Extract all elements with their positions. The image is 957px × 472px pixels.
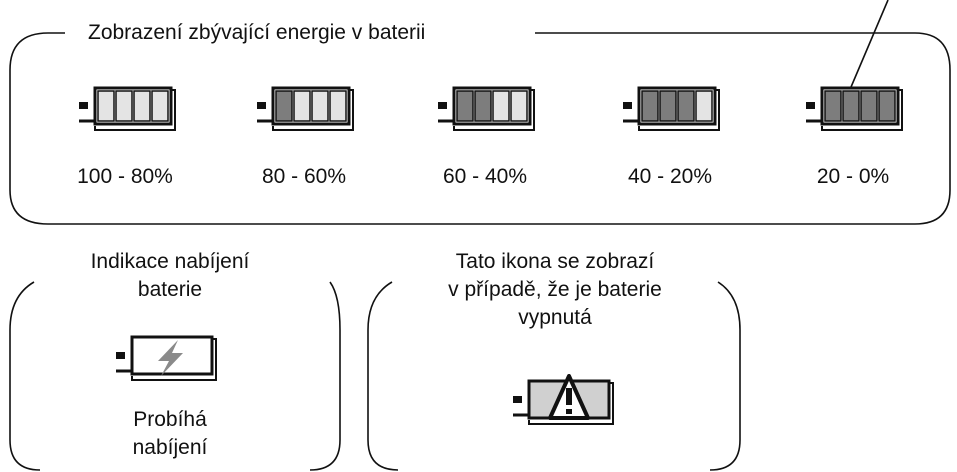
- battery-segment: [641, 90, 659, 122]
- battery-segment: [860, 90, 878, 122]
- charging-panel-title-line1: Indikace nabíjení: [90, 250, 250, 273]
- battery-segment: [115, 90, 133, 122]
- off-panel-frame: [367, 281, 741, 471]
- battery-segment: [492, 90, 510, 122]
- battery-segment: [151, 90, 169, 122]
- battery-segment: [878, 90, 896, 122]
- level-label-40: 40 - 20%: [627, 165, 713, 188]
- battery-level-icon-60: [438, 86, 535, 131]
- battery-level-icon-40: [623, 86, 720, 131]
- off-panel-text-line2: v případě, že je baterie: [448, 278, 662, 301]
- battery-segment: [677, 90, 695, 122]
- charging-status-line1: Probíhá: [133, 408, 207, 431]
- battery-segment: [293, 90, 311, 122]
- battery-segment: [659, 90, 677, 122]
- charging-status-line2: nabíjení: [132, 436, 208, 459]
- battery-off-icon: [513, 374, 614, 425]
- off-panel-text-line3: vypnutá: [518, 306, 592, 329]
- off-panel-text-line1: Tato ikona se zobrazí: [455, 250, 655, 273]
- energy-panel-frame: [9, 32, 951, 225]
- battery-segment: [510, 90, 528, 122]
- battery-level-icon-20: [806, 86, 903, 131]
- level-label-100: 100 - 80%: [77, 165, 173, 188]
- level-label-60: 60 - 40%: [442, 165, 528, 188]
- warning-triangle-icon: [548, 374, 590, 420]
- battery-segment: [329, 90, 347, 122]
- battery-segment: [133, 90, 151, 122]
- level-label-80: 80 - 60%: [261, 165, 347, 188]
- charging-panel-frame: [9, 281, 341, 471]
- battery-level-icon-100: [79, 86, 176, 131]
- battery-segment: [97, 90, 115, 122]
- battery-charging-icon: [116, 335, 217, 381]
- battery-segment: [842, 90, 860, 122]
- lightning-bolt-icon: [158, 340, 183, 376]
- energy-panel-title: Zobrazení zbývající energie v baterii: [88, 21, 426, 44]
- level-label-20: 20 - 0%: [816, 165, 890, 188]
- battery-level-icon-80: [257, 86, 354, 131]
- battery-segment: [824, 90, 842, 122]
- battery-segment: [275, 90, 293, 122]
- battery-segment: [311, 90, 329, 122]
- battery-segment: [456, 90, 474, 122]
- battery-segment: [695, 90, 713, 122]
- charging-panel-title-line2: baterie: [137, 278, 203, 301]
- battery-segment: [474, 90, 492, 122]
